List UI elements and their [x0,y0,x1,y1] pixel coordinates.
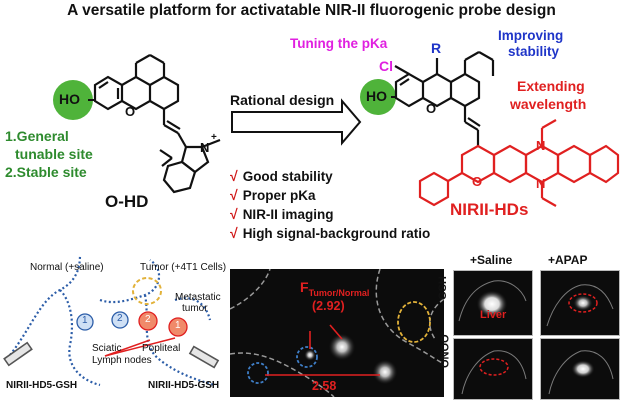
feature-item: √Proper pKa [230,187,316,203]
tumor-label: Tumor (+4T1 Cells) [140,262,227,273]
saline-header: +Saline [470,253,513,267]
lymph-nodes-label: Lymph nodes [92,355,152,366]
metastatic-label-1: Metastatic [175,292,221,303]
lymph-schematic [3,254,220,387]
node-number: 2 [117,313,123,324]
ratio-value-1: (2.92) [312,299,345,313]
rational-design-arrow [231,98,362,146]
pyrylium-oxygen-label: O [472,174,483,189]
popliteal-label: Popliteal [142,343,181,354]
nirii-hd-skeleton [394,51,495,146]
wavelength-line2: wavelength [510,96,587,112]
right-ho-highlight [360,79,396,115]
feature-item: √NIR-II imaging [230,206,334,222]
check-mark: √ [230,206,238,222]
r-group-label: R [431,40,442,56]
node-number: 2 [145,314,151,325]
o-hd-skeleton [93,54,221,194]
probe-right-label: NIRII-HD5-GSH [148,380,220,391]
liver-panel-saline-gsh: Liver [453,270,533,336]
stability-line2: stability [508,44,560,59]
wavelength-line1: Extending [517,78,585,94]
tuning-pka-label: Tuning the pKa [290,36,388,51]
figure-title: A versatile platform for activatable NIR… [67,2,556,19]
site1-line1: 1.General [5,128,69,144]
nirii-hds-name: NIRII-HDs [450,200,529,219]
left-oxygen-label: O [125,104,136,119]
imaging-overlay [230,269,444,397]
nir-imaging-panel: FTumor/Normal (2.92) 2.58 [230,269,444,397]
left-nitrogen-label: N [200,140,210,155]
stability-line1: Improving [498,28,564,43]
node-number: 1 [175,320,181,331]
quinoxaline-n1-label: N [536,138,546,153]
check-mark: √ [230,187,238,203]
tunable-site-highlight [53,80,93,120]
o-hd-name: O-HD [105,192,149,211]
normal-label: Normal (+saline) [30,262,104,273]
apap-header: +APAP [548,253,588,267]
right-oxygen-label: O [426,101,437,116]
feature-item: √Good stability [230,168,333,184]
onoo-row-label: ONOO- [437,331,452,368]
node-number: 1 [82,315,88,326]
liver-panel-saline-onoo [453,338,533,400]
liver-panel-apap-gsh [540,270,620,336]
cl-label: Cl [379,58,393,74]
check-mark: √ [230,225,238,241]
left-ho-label: HO [59,91,80,107]
liver-panel-apap-onoo [540,338,620,400]
feature-list: √Good stability √Proper pKa √NIR-II imag… [230,168,430,244]
extending-wavelength-moiety [418,119,620,207]
ratio-label: FTumor/Normal [300,279,370,298]
metastatic-label-2: tumor [182,303,208,314]
probe-left-label: NIRII-HD5-GSH [6,380,78,391]
feature-item: √High signal-background ratio [230,225,431,241]
quinoxaline-n2-label: N [536,176,546,191]
gsh-row-label: GSH [437,276,449,300]
site2-label: 2.Stable site [5,164,87,180]
liver-label: Liver [480,309,507,321]
rational-design-label: Rational design [230,92,335,108]
check-mark: √ [230,168,238,184]
sciatic-label: Sciatic [92,343,122,354]
left-plus-sign: + [211,132,217,143]
site1-line2: tunable site [15,146,93,162]
right-ho-label: HO [366,88,387,104]
ratio-value-2: 2.58 [312,379,337,393]
